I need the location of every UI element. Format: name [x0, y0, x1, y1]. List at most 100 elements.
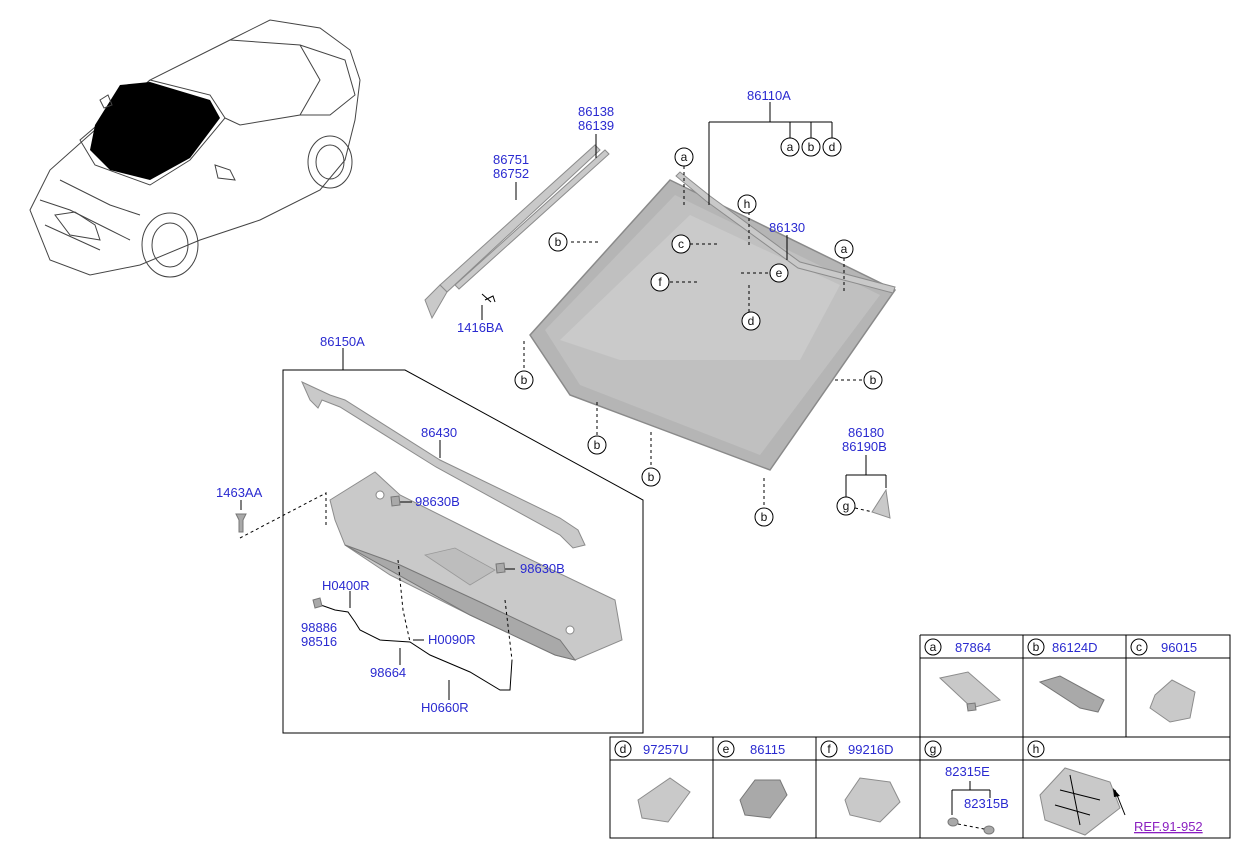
- svg-text:f: f: [827, 742, 831, 756]
- washer-nozzle[interactable]: [312, 597, 323, 609]
- label-H0400R[interactable]: H0400R: [322, 578, 370, 593]
- a-pillar-moulding-outer[interactable]: [424, 144, 601, 320]
- callouts: a a b d h b c a e f d b b b b g b: [514, 137, 883, 527]
- callout-e[interactable]: e: [769, 263, 789, 283]
- label-98516[interactable]: 98516: [301, 634, 337, 649]
- svg-text:g: g: [843, 499, 850, 513]
- callout-f[interactable]: f: [650, 272, 670, 292]
- svg-text:c: c: [678, 237, 684, 251]
- callout-b-4[interactable]: b: [863, 370, 883, 390]
- label-86150A[interactable]: 86150A: [320, 334, 365, 349]
- ref-link-91-952[interactable]: REF.91-952: [1134, 819, 1203, 834]
- svg-text:c: c: [1136, 640, 1142, 654]
- svg-text:a: a: [681, 150, 688, 164]
- windshield-side-piece[interactable]: [871, 488, 891, 519]
- svg-text:a: a: [930, 640, 937, 654]
- svg-text:b: b: [555, 235, 562, 249]
- svg-text:b: b: [761, 510, 768, 524]
- legend-cell-c[interactable]: c 96015: [1130, 638, 1197, 723]
- svg-text:b: b: [594, 438, 601, 452]
- callout-b-6[interactable]: b: [641, 467, 661, 487]
- label-98630B-2[interactable]: 98630B: [520, 561, 565, 576]
- label-1463AA[interactable]: 1463AA: [216, 485, 263, 500]
- callout-b-7[interactable]: b: [754, 507, 774, 527]
- label-86430[interactable]: 86430: [421, 425, 457, 440]
- svg-text:g: g: [930, 742, 937, 756]
- legend-cell-e[interactable]: e 86115: [717, 740, 788, 819]
- label-86190B[interactable]: 86190B: [842, 439, 887, 454]
- part-image-87864: [938, 671, 1002, 709]
- callout-d-1[interactable]: d: [822, 137, 842, 157]
- part-image-96015: [1149, 679, 1196, 723]
- bolt-1463AA[interactable]: [235, 513, 247, 533]
- callout-b-3[interactable]: b: [514, 370, 534, 390]
- legend-part-97257U: 97257U: [643, 742, 689, 757]
- svg-text:a: a: [787, 140, 794, 154]
- legend-cell-d[interactable]: d 97257U: [614, 740, 691, 823]
- label-98664[interactable]: 98664: [370, 665, 406, 680]
- clip-98630B-1[interactable]: [390, 495, 401, 507]
- legend-table: a 87864 b 86124D c 96015 d 97257U: [609, 634, 1231, 839]
- part-image-99216D: [844, 777, 901, 823]
- part-image-86115: [739, 779, 788, 819]
- label-86751[interactable]: 86751: [493, 152, 529, 167]
- callout-a-2[interactable]: a: [780, 137, 800, 157]
- label-H0090R[interactable]: H0090R: [428, 632, 476, 647]
- legend-part-99216D: 99216D: [848, 742, 894, 757]
- label-86180[interactable]: 86180: [848, 425, 884, 440]
- svg-text:e: e: [776, 266, 783, 280]
- callout-h[interactable]: h: [737, 194, 757, 214]
- cowl-panel[interactable]: [329, 471, 623, 661]
- part-image-86124D: [1038, 675, 1105, 713]
- legend-part-96015: 96015: [1161, 640, 1197, 655]
- svg-text:a: a: [841, 242, 848, 256]
- car-illustration: [29, 19, 361, 278]
- svg-text:b: b: [1033, 640, 1040, 654]
- callout-a-3[interactable]: a: [834, 239, 854, 259]
- svg-text:b: b: [870, 373, 877, 387]
- legend-part-82315E: 82315E: [945, 764, 990, 779]
- callout-b-5[interactable]: b: [587, 435, 607, 455]
- label-86138[interactable]: 86138: [578, 104, 614, 119]
- windshield-top-moulding[interactable]: [675, 171, 896, 294]
- label-1416BA[interactable]: 1416BA: [457, 320, 504, 335]
- leader-lines: [239, 102, 887, 700]
- legend-part-87864: 87864: [955, 640, 991, 655]
- cowl-group-frame: [282, 369, 644, 734]
- callout-c[interactable]: c: [671, 234, 691, 254]
- label-86110A[interactable]: 86110A: [747, 88, 791, 103]
- label-86130[interactable]: 86130: [769, 220, 805, 235]
- svg-text:e: e: [723, 742, 730, 756]
- callout-b-2[interactable]: b: [548, 232, 568, 252]
- legend-cell-b[interactable]: b 86124D: [1027, 638, 1105, 713]
- svg-text:d: d: [748, 314, 755, 328]
- legend-part-82315B: 82315B: [964, 796, 1009, 811]
- callout-b-1[interactable]: b: [801, 137, 821, 157]
- clip-98630B-2[interactable]: [495, 562, 506, 574]
- part-labels: 86138 86139 86751 86752 1416BA 86110A 86…: [216, 88, 887, 715]
- callout-g[interactable]: g: [836, 496, 856, 516]
- part-image-h: [1039, 767, 1121, 836]
- legend-part-86115: 86115: [750, 742, 785, 757]
- label-98886[interactable]: 98886: [301, 620, 337, 635]
- svg-text:d: d: [829, 140, 836, 154]
- a-pillar-moulding-inner[interactable]: [454, 149, 610, 290]
- svg-text:b: b: [648, 470, 655, 484]
- svg-text:f: f: [658, 275, 662, 289]
- callout-a-1[interactable]: a: [674, 147, 694, 167]
- label-86752[interactable]: 86752: [493, 166, 529, 181]
- label-98630B-1[interactable]: 98630B: [415, 494, 460, 509]
- legend-part-86124D: 86124D: [1052, 640, 1098, 655]
- legend-cell-g[interactable]: g 82315E 82315B: [924, 740, 1009, 835]
- legend-cell-a[interactable]: a 87864: [924, 638, 1002, 712]
- label-86139[interactable]: 86139: [578, 118, 614, 133]
- svg-text:b: b: [808, 140, 815, 154]
- cowl-weatherstrip[interactable]: [301, 380, 586, 549]
- legend-cell-h[interactable]: h REF.91-952: [1027, 740, 1203, 836]
- legend-cell-f[interactable]: f 99216D: [820, 740, 901, 823]
- windshield-glass[interactable]: [529, 179, 897, 471]
- label-H0660R[interactable]: H0660R: [421, 700, 469, 715]
- part-image-82315E: [947, 817, 959, 827]
- callout-d-2[interactable]: d: [741, 311, 761, 331]
